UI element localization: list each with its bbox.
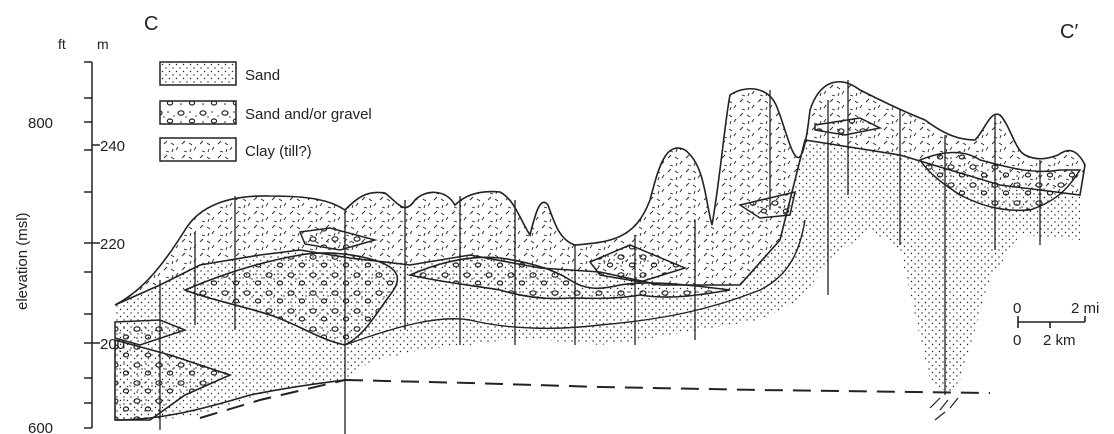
legend-label-clay: Clay (till?) [245,143,312,160]
ft-tick-600: 600 [28,420,53,434]
y-axis [84,62,100,428]
legend-label-gravel: Sand and/or gravel [245,106,372,123]
m-tick-240: 240 [100,138,125,155]
legend-swatch-clay [160,138,236,161]
ft-tick-800: 800 [28,115,53,132]
y-axis-title: elevation (msl) [14,212,31,310]
legend-label-sand: Sand [245,67,280,84]
legend-swatch-sand [160,62,236,85]
ft-unit-label: ft [58,36,66,52]
section-start-label: C [144,13,158,35]
section-end-label: C′ [1060,21,1078,43]
legend: Sand Sand and/or gravel Clay (till?) [160,62,372,161]
legend-swatch-gravel [160,101,236,124]
scale-km-value: 2 km [1043,332,1076,349]
scale-km-zero: 0 [1013,332,1021,349]
bedrock-symbol [930,398,958,420]
scale-bar [1018,316,1085,328]
m-tick-220: 220 [100,236,125,253]
scale-mi-zero: 0 [1013,300,1021,317]
m-unit-label: m [97,36,109,52]
scale-mi-value: 2 mi [1071,300,1099,317]
bedrock-surface [345,380,990,393]
